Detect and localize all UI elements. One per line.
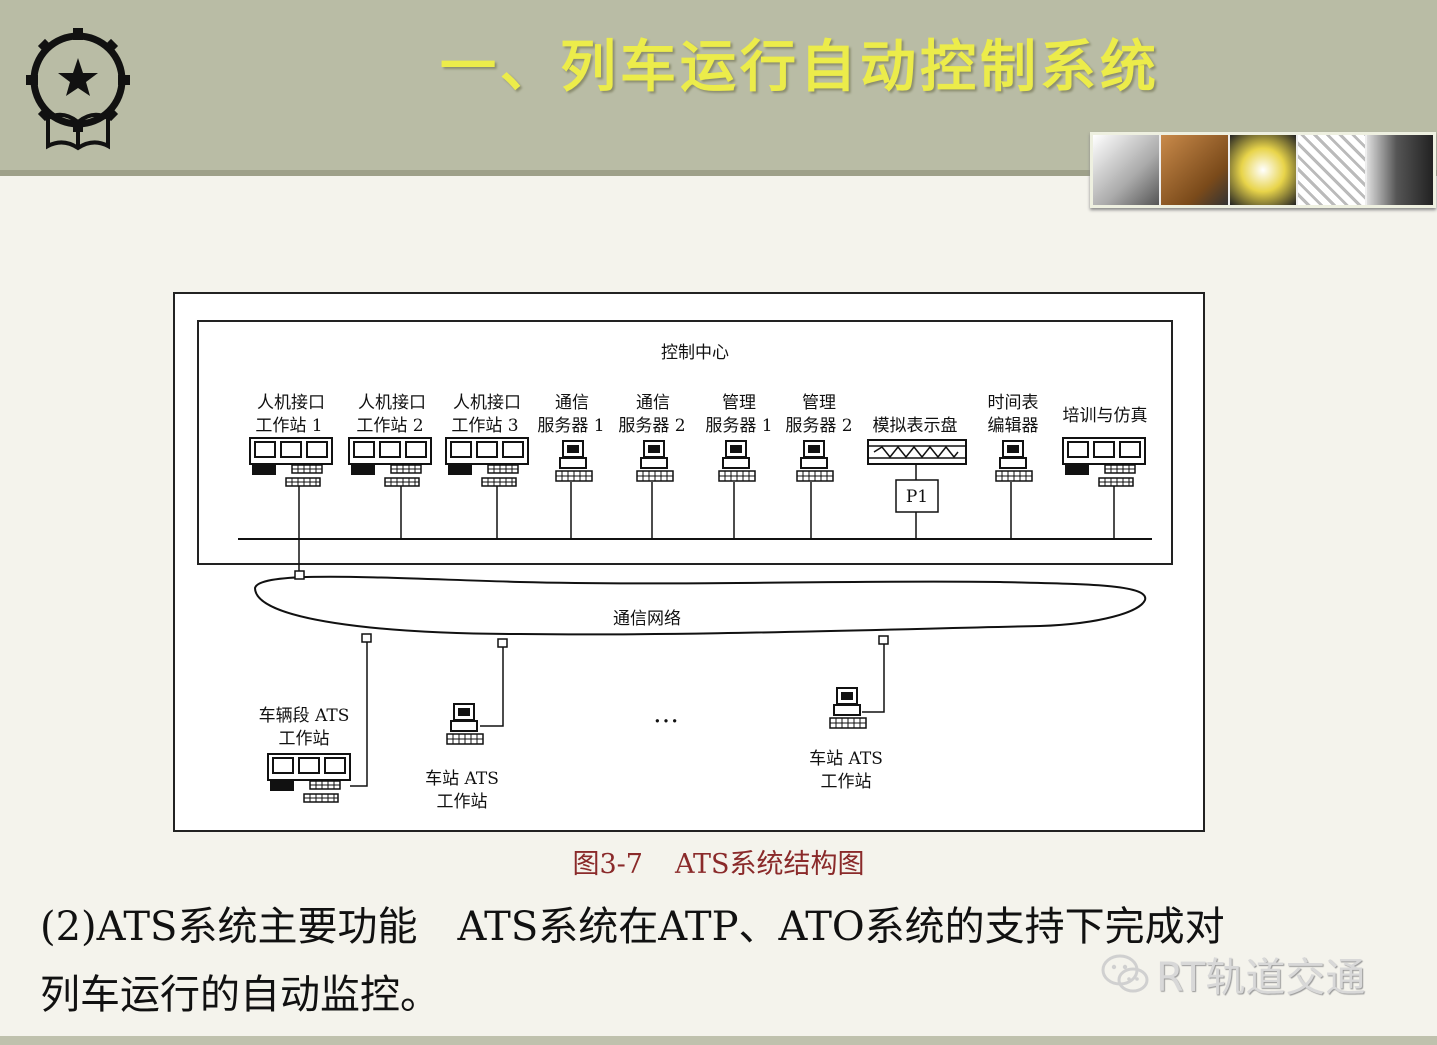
- watermark: RT轨道交通: [1100, 945, 1365, 1003]
- photo-strip: [1090, 132, 1436, 208]
- station-b-label-b: 工作站: [821, 772, 872, 792]
- figure-caption: 图3-7 ATS系统结构图: [0, 842, 1437, 881]
- node-label-hmi-3: 人机接口: [453, 393, 521, 413]
- node-label-hmi-1-b: 工作站 1: [255, 416, 322, 436]
- body-text: (2)ATS系统主要功能 ATS系统在ATP、ATO系统的支持下完成对 列车运行…: [40, 893, 1380, 1029]
- emblem-logo: [26, 28, 130, 151]
- station-b-label: 车站 ATS: [809, 749, 883, 769]
- node-label-comm-2-b: 服务器 2: [618, 416, 685, 436]
- body-line-1: (2)ATS系统主要功能 ATS系统在ATP、ATO系统的支持下完成对: [40, 904, 1225, 950]
- caption-figure-number: 图3-7: [572, 849, 643, 880]
- node-label-hmi-2: 人机接口: [358, 393, 426, 413]
- control-center-label: 控制中心: [661, 343, 729, 363]
- node-label-comm-1: 通信: [555, 393, 589, 413]
- network-label: 通信网络: [613, 609, 681, 629]
- slide-title: 一、列车运行自动控制系统: [440, 35, 1160, 100]
- node-label-mgmt-2: 管理: [802, 393, 836, 413]
- node-label-timetable: 时间表: [988, 393, 1039, 413]
- node-label-display-panel: 模拟表示盘: [873, 416, 958, 436]
- node-label-comm-1-b: 服务器 1: [537, 416, 604, 436]
- station-a-label: 车站 ATS: [425, 769, 499, 789]
- station-a-label-b: 工作站: [437, 792, 488, 812]
- node-label-training: 培训与仿真: [1063, 406, 1148, 426]
- node-label-hmi-2-b: 工作站 2: [356, 416, 423, 436]
- caption-text: ATS系统结构图: [674, 849, 865, 880]
- node-label-mgmt-2-b: 服务器 2: [785, 416, 852, 436]
- node-label-timetable-b: 编辑器: [988, 416, 1039, 436]
- node-label-mgmt-1-b: 服务器 1: [705, 416, 772, 436]
- ellipsis: …: [653, 699, 679, 729]
- header-divider: [0, 170, 1437, 176]
- wechat-icon: [1101, 954, 1149, 993]
- network-cloud: [253, 575, 1147, 636]
- depot-label: 车辆段 ATS: [259, 706, 350, 726]
- node-label-hmi-1: 人机接口: [257, 393, 325, 413]
- footer-bar: [0, 1036, 1437, 1045]
- p1-label: P1: [906, 487, 928, 507]
- node-label-comm-2: 通信: [636, 393, 670, 413]
- node-label-hmi-3-b: 工作站 3: [451, 416, 518, 436]
- display-panel-icon: P1: [867, 439, 967, 513]
- depot-label-b: 工作站: [279, 729, 330, 749]
- watermark-text: RT轨道交通: [1156, 955, 1366, 1001]
- body-line-2: 列车运行的自动监控。: [40, 972, 440, 1018]
- node-label-mgmt-1: 管理: [722, 393, 756, 413]
